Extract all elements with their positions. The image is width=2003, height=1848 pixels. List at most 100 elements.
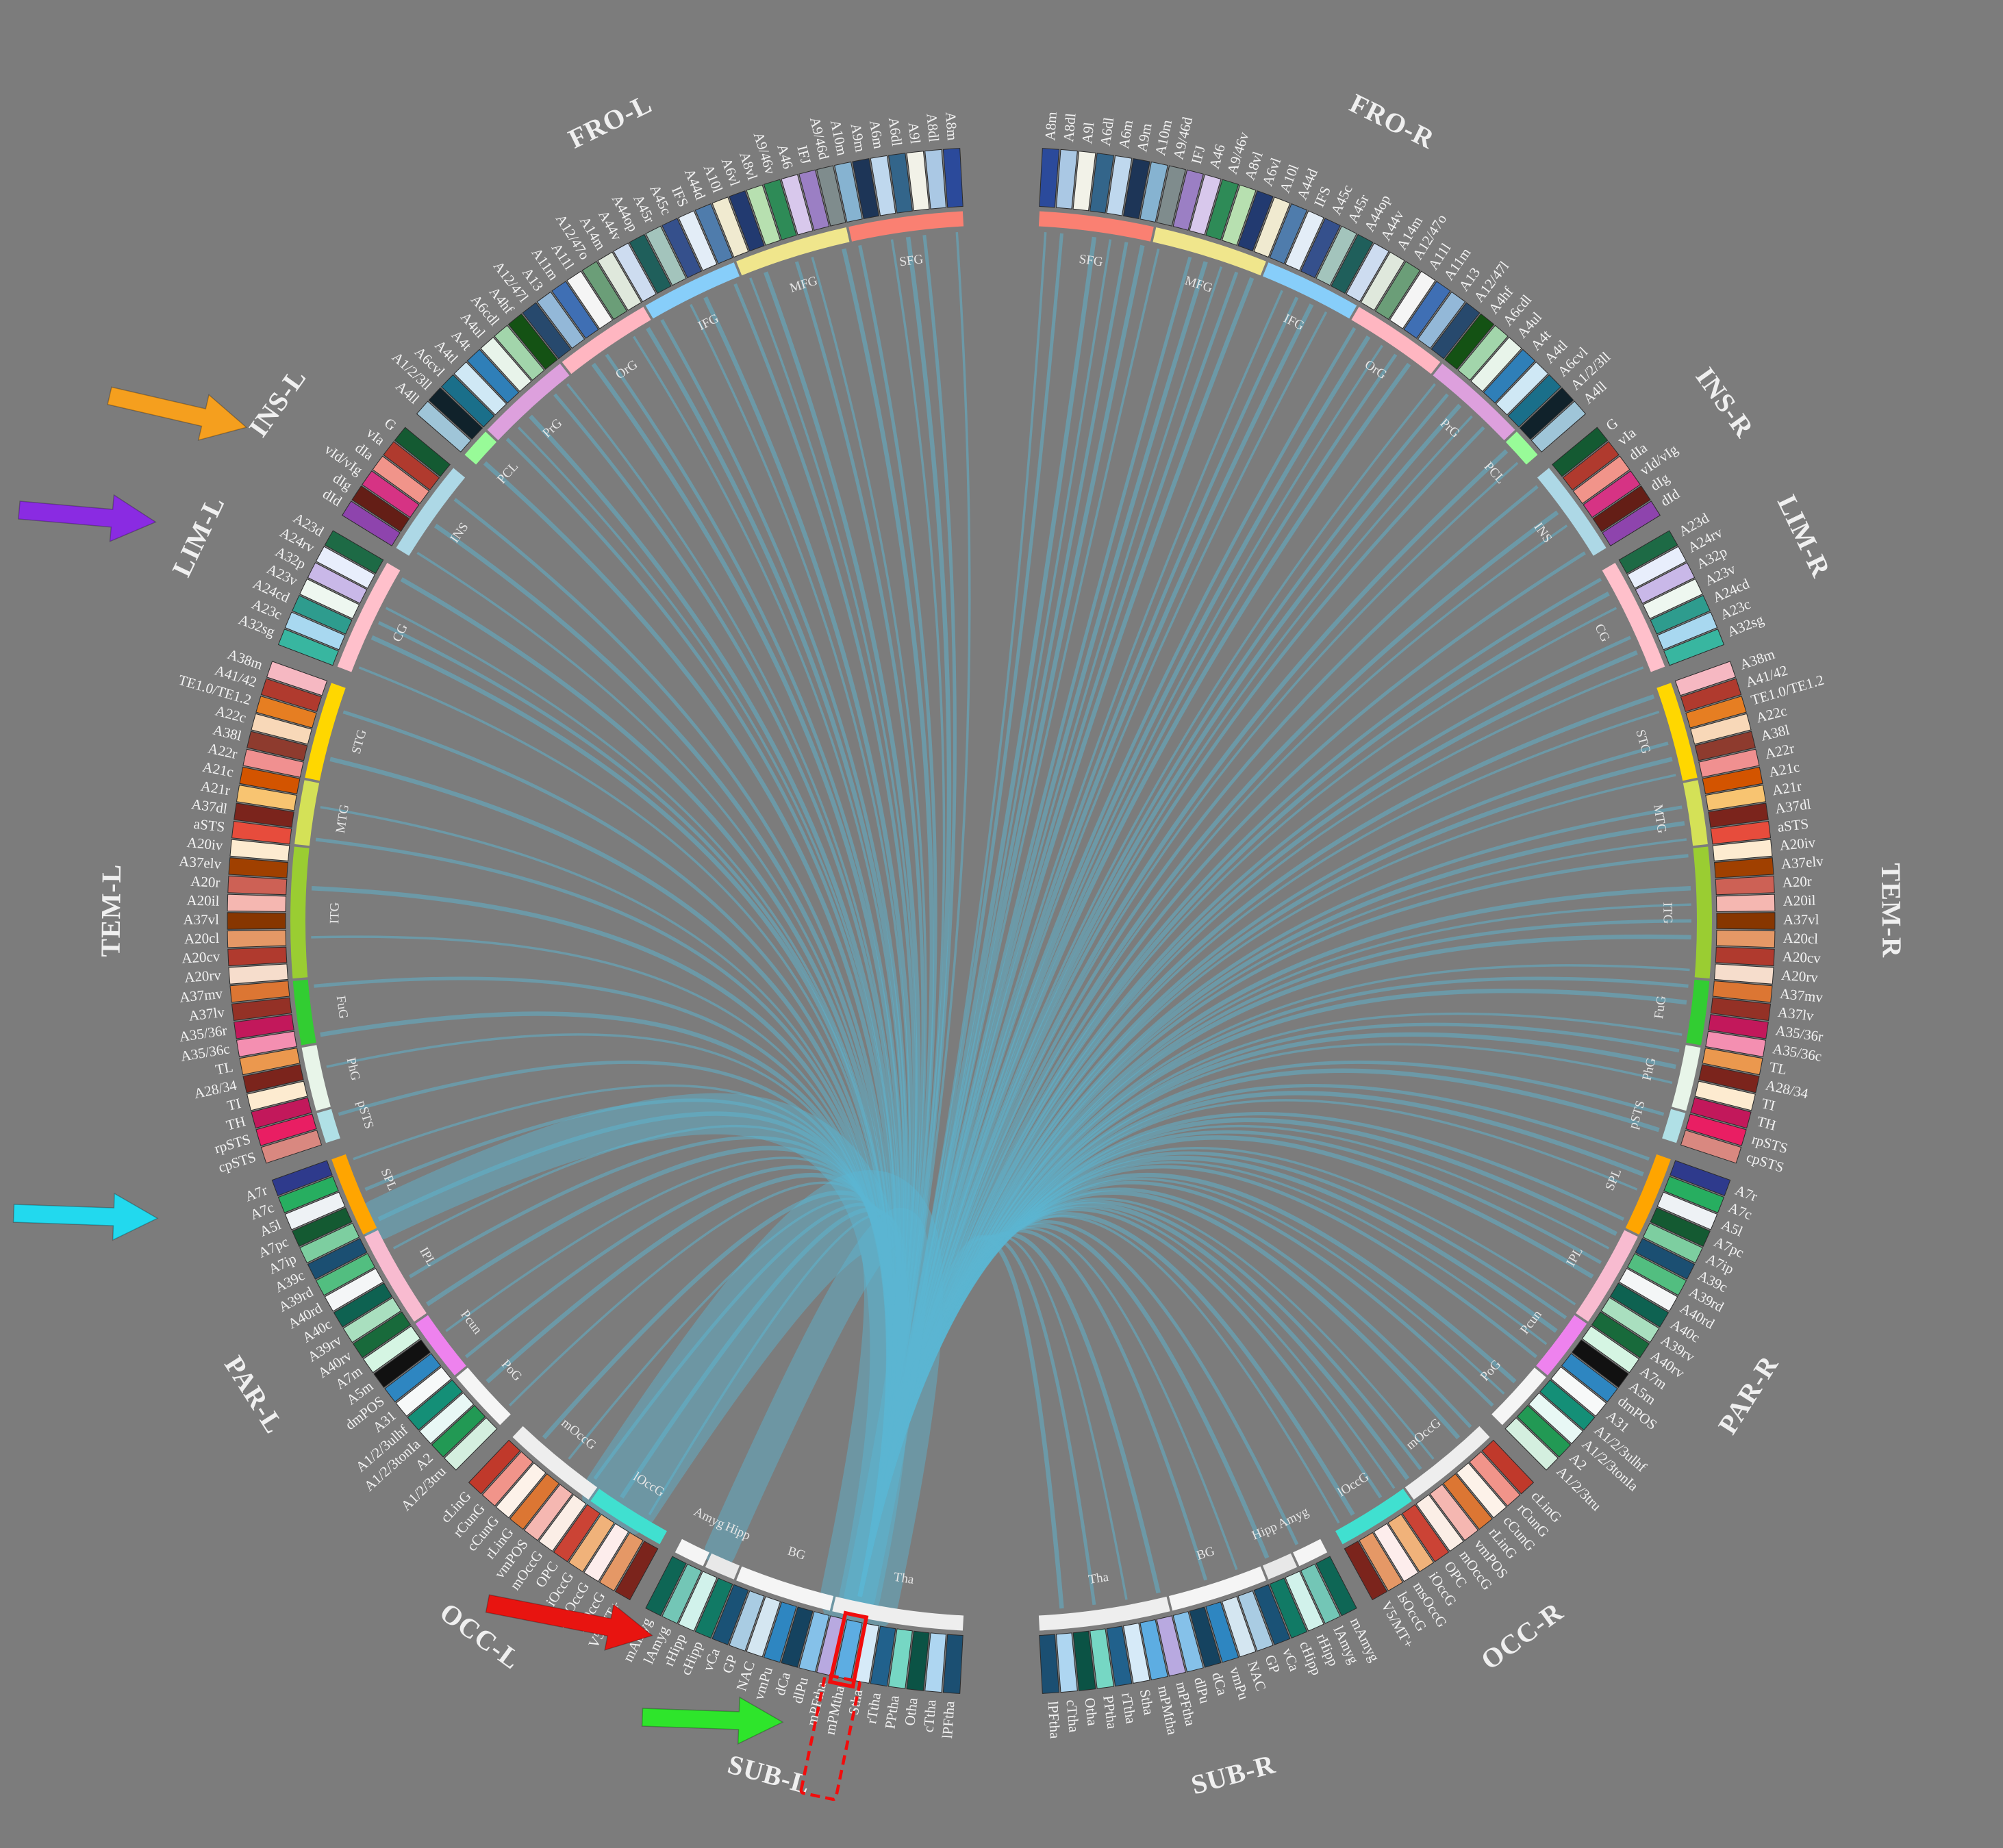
region-label: lPFtha	[1045, 1701, 1064, 1740]
subgroup-band	[292, 979, 316, 1046]
region-segment	[523, 1484, 573, 1541]
region-label: A20cl	[1782, 930, 1818, 947]
region-segment	[536, 291, 585, 349]
subgroup-band	[1536, 1315, 1587, 1376]
cyan-arrow-shape	[12, 1192, 159, 1241]
region-segment	[227, 946, 288, 967]
region-segment	[553, 1504, 601, 1562]
subgroup-band	[1672, 1045, 1701, 1111]
region-label: Otha	[1081, 1697, 1100, 1727]
region-segment	[1429, 1484, 1479, 1541]
region-label: A21c	[1767, 759, 1801, 781]
subgroup-band	[364, 1230, 427, 1322]
connection-bundle	[582, 1170, 943, 1636]
region-segment	[1581, 1326, 1640, 1374]
purple-arrow	[18, 494, 157, 542]
region-segment	[299, 1222, 360, 1264]
region-label: A22r	[207, 740, 239, 763]
region-segment	[1702, 1048, 1763, 1076]
region-label: A22r	[1763, 740, 1796, 763]
region-label: A6m	[866, 119, 887, 150]
subgroup-label: SPL	[1602, 1167, 1624, 1193]
region-label: A6m	[1116, 119, 1136, 150]
region-segment	[1713, 857, 1774, 878]
connection-chord	[566, 383, 901, 1597]
region-segment	[1539, 1379, 1596, 1431]
region-segment	[1642, 1222, 1703, 1264]
region-label: A9m	[1133, 122, 1155, 153]
region-segment	[1072, 1630, 1096, 1691]
subgroup-band	[337, 563, 401, 672]
region-label: TH	[1755, 1113, 1778, 1133]
region-segment	[227, 894, 287, 913]
region-segment	[583, 1523, 629, 1582]
region-segment	[1552, 427, 1609, 477]
region-segment	[906, 1630, 930, 1691]
region-label: A37elv	[1780, 852, 1824, 872]
region-segment	[292, 1207, 353, 1247]
region-segment	[239, 766, 301, 794]
region-label: A20r	[1782, 873, 1812, 891]
region-segment	[729, 190, 765, 252]
region-label: TI	[1760, 1095, 1777, 1114]
region-segment	[1680, 678, 1742, 712]
orange-arrow-shape	[107, 386, 248, 441]
region-segment	[1189, 174, 1222, 236]
region-segment	[1156, 165, 1186, 227]
subgroup-band	[1038, 1596, 1170, 1631]
lobe-group-label-par-r: PAR-R	[1712, 1350, 1785, 1439]
subgroup-label: SFG	[1078, 252, 1104, 270]
lobe-group-label-lim-r: LIM-R	[1772, 490, 1837, 582]
region-label: GP	[719, 1653, 741, 1675]
region-label: TL	[214, 1059, 235, 1078]
region-segment	[1572, 455, 1630, 505]
subgroup-band	[590, 1489, 667, 1545]
region-segment	[662, 218, 703, 279]
region-segment	[1591, 1311, 1650, 1358]
subgroup-label: IPL	[1563, 1245, 1586, 1269]
subgroup-band	[415, 1315, 466, 1376]
subgroup-band	[1491, 1367, 1546, 1426]
segment-layer	[227, 148, 1776, 1694]
subgroup-band	[1686, 979, 1710, 1046]
region-label: A20rv	[1780, 967, 1819, 986]
region-segment	[362, 1326, 421, 1374]
region-segment	[1481, 1439, 1535, 1495]
region-segment	[342, 1297, 402, 1343]
subgroup-band	[705, 1553, 740, 1580]
subgroup-label: Amyg	[692, 1504, 727, 1532]
subgroup-label: Tha	[1087, 1570, 1110, 1587]
region-segment	[236, 1030, 297, 1057]
subgroup-label: INS	[1531, 520, 1555, 546]
subgroup-band	[562, 307, 651, 375]
subgroup-label: IFG	[1281, 312, 1307, 333]
region-segment	[1253, 197, 1291, 258]
subgroup-label: IPL	[416, 1245, 439, 1269]
region-segment	[277, 629, 339, 666]
region-label: aSTS	[1776, 815, 1809, 835]
connection-chord	[857, 1235, 1064, 1609]
region-segment	[1712, 980, 1773, 1003]
region-segment	[324, 1267, 384, 1312]
region-segment	[1444, 313, 1495, 370]
region-segment	[284, 1191, 346, 1230]
subgroup-band	[645, 262, 740, 319]
region-label: A37vl	[184, 911, 220, 928]
region-segment	[1656, 611, 1718, 650]
subgroup-band	[1404, 1426, 1490, 1500]
region-segment	[227, 929, 287, 948]
region-segment	[1415, 1494, 1464, 1552]
region-segment	[662, 1563, 703, 1624]
region-segment	[729, 1590, 765, 1651]
region-label: A8dl	[923, 112, 942, 142]
region-label: cTtha	[920, 1699, 939, 1733]
region-segment	[251, 713, 312, 745]
subgroup-band	[290, 846, 310, 979]
subgroup-label: Pcun	[457, 1308, 485, 1337]
region-segment	[255, 696, 317, 729]
region-segment	[1300, 218, 1341, 279]
region-segment	[242, 1064, 304, 1093]
region-segment	[351, 485, 410, 532]
region-segment	[1504, 1417, 1559, 1471]
